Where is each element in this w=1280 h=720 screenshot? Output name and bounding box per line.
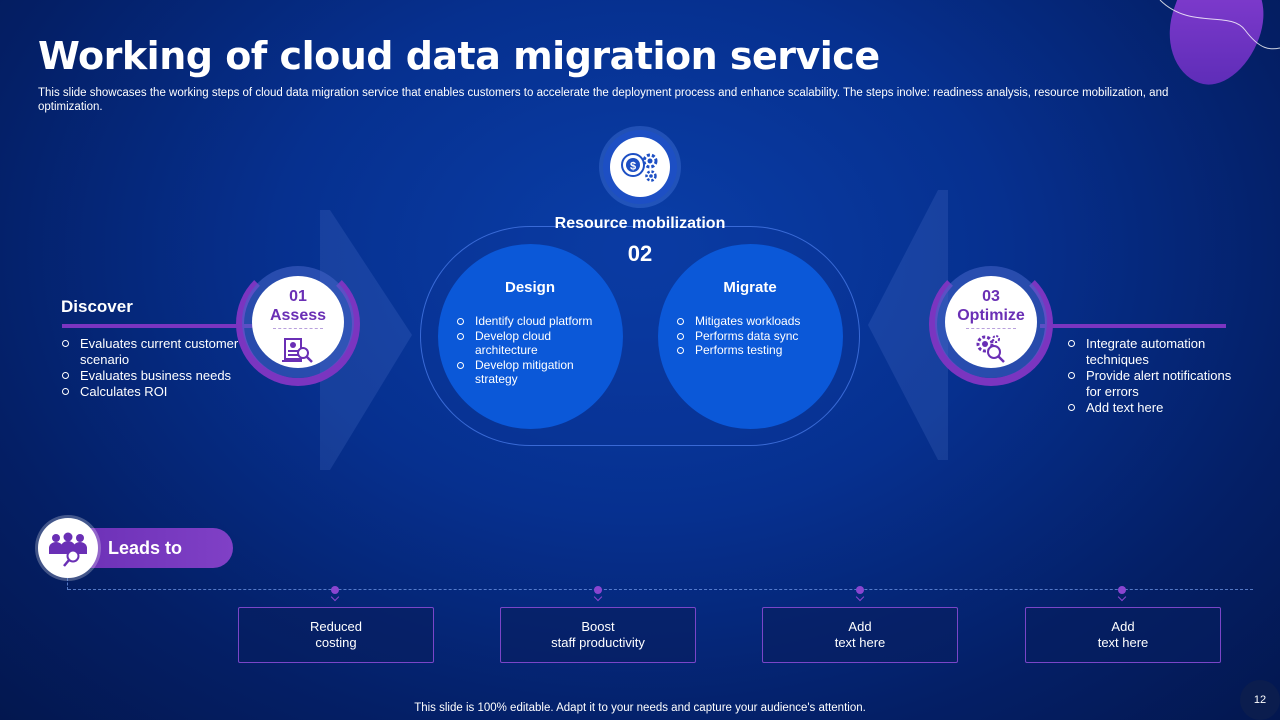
timeline-chevron bbox=[330, 592, 340, 602]
outcome-box: Reduced costing bbox=[238, 607, 434, 663]
footer-note: This slide is 100% editable. Adapt it to… bbox=[414, 702, 866, 714]
leads-to-icon-holder bbox=[38, 518, 98, 578]
leads-to-label: Leads to bbox=[108, 538, 183, 558]
optimize-item: Add text here bbox=[1067, 400, 1237, 416]
assess-arc bbox=[236, 262, 360, 386]
assess-number: 01 bbox=[289, 288, 307, 305]
optimize-list: Integrate automation techniques Provide … bbox=[1067, 336, 1237, 416]
design-circle bbox=[438, 244, 623, 429]
resource-title: Resource mobilization bbox=[554, 215, 726, 232]
timeline-dot bbox=[594, 586, 602, 594]
timeline-dot bbox=[856, 586, 864, 594]
resource-icon-ring: $ bbox=[603, 130, 677, 204]
discover-list: Evaluates current customer scenario Eval… bbox=[61, 336, 251, 400]
right-chevron-decor bbox=[868, 190, 948, 460]
team-search-icon bbox=[49, 532, 87, 567]
timeline-chevron bbox=[855, 592, 865, 602]
optimize-badge: 03 Optimize bbox=[935, 266, 1047, 378]
page-title: Working of cloud data migration service bbox=[38, 34, 880, 78]
optimize-number: 03 bbox=[982, 288, 1000, 305]
resource-number: 02 bbox=[627, 241, 653, 266]
migrate-item: Performs testing bbox=[675, 343, 835, 358]
migrate-item: Performs data sync bbox=[675, 329, 835, 344]
migrate-circle bbox=[658, 244, 843, 429]
page-number: 12 bbox=[1240, 680, 1280, 720]
design-item: Develop mitigation strategy bbox=[455, 358, 575, 387]
design-item: Identify cloud platform bbox=[455, 314, 615, 329]
design-item: Develop cloud architecture bbox=[455, 329, 575, 358]
migrate-item: Mitigates workloads bbox=[675, 314, 835, 329]
discover-heading: Discover bbox=[61, 297, 133, 316]
checklist-search-icon bbox=[282, 338, 313, 363]
design-list: Identify cloud platform Develop cloud ar… bbox=[455, 314, 615, 387]
optimize-separator bbox=[966, 328, 1016, 329]
decorative-curve bbox=[1159, 0, 1280, 50]
timeline-dot bbox=[1118, 586, 1126, 594]
optimize-label: Optimize bbox=[957, 307, 1025, 324]
timeline-start bbox=[67, 578, 68, 590]
timeline-chevron bbox=[1117, 592, 1127, 602]
discover-bar bbox=[62, 324, 262, 328]
timeline-chevron bbox=[593, 592, 603, 602]
assess-badge-inner: 01 Assess bbox=[252, 276, 344, 368]
optimize-item: Provide alert notifications for errors bbox=[1067, 368, 1237, 400]
discover-item: Calculates ROI bbox=[61, 384, 251, 400]
optimize-item: Integrate automation techniques bbox=[1067, 336, 1237, 368]
assess-label: Assess bbox=[269, 307, 327, 324]
outcome-box: Add text here bbox=[1025, 607, 1221, 663]
discover-item: Evaluates current customer scenario bbox=[61, 336, 251, 368]
migrate-title: Migrate bbox=[723, 279, 777, 296]
outcome-box: Add text here bbox=[762, 607, 958, 663]
left-chevron-decor bbox=[320, 210, 412, 470]
timeline-line bbox=[68, 589, 1253, 590]
gear-search-icon bbox=[976, 335, 1005, 363]
timeline-dot bbox=[331, 586, 339, 594]
optimize-arc bbox=[929, 262, 1053, 386]
assess-separator bbox=[273, 328, 323, 329]
svg-text:$: $ bbox=[630, 161, 636, 173]
discover-item: Evaluates business needs bbox=[61, 368, 251, 384]
outcome-box: Boost staff productivity bbox=[500, 607, 696, 663]
optimize-badge-inner: 03 Optimize bbox=[945, 276, 1037, 368]
page-subtitle: This slide showcases the working steps o… bbox=[38, 87, 1169, 113]
design-title: Design bbox=[504, 279, 555, 296]
optimize-bar bbox=[1040, 324, 1226, 328]
assess-badge: 01 Assess bbox=[242, 266, 354, 378]
resource-icon-holder: $ bbox=[610, 137, 670, 197]
migrate-list: Mitigates workloads Performs data sync P… bbox=[675, 314, 835, 358]
dollar-gear-icon: $ bbox=[621, 153, 658, 182]
